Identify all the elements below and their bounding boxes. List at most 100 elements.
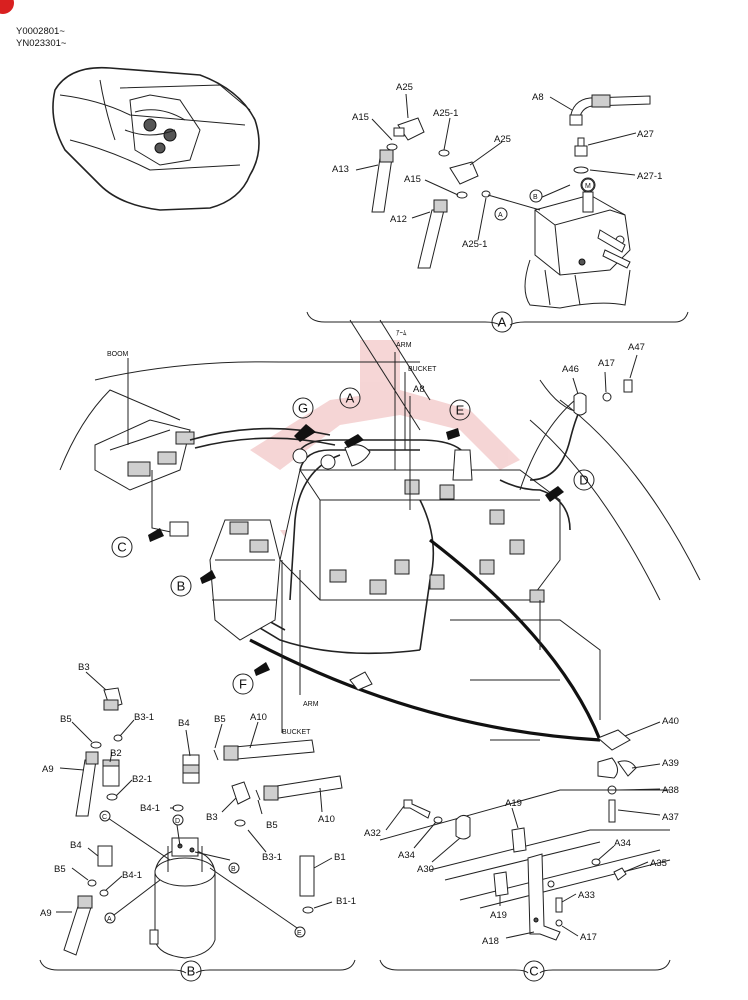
- label-a37: A37: [662, 812, 679, 823]
- label-b1-1: B1-1: [336, 896, 356, 907]
- label-b5-bottom: B5: [54, 864, 66, 875]
- callout-f-circle: [232, 673, 254, 695]
- port-e-letter-b: E: [297, 930, 302, 937]
- callout-c-main-text: C: [117, 540, 126, 555]
- callout-d-circle: [573, 469, 595, 491]
- callout-g-circle: [292, 397, 314, 419]
- port-a-letter-a: A: [498, 212, 503, 219]
- label-a17-c: A17: [580, 932, 597, 943]
- label-a34-right: A34: [614, 838, 631, 849]
- label-a10-bottom: A10: [318, 814, 335, 825]
- label-a35: A35: [650, 858, 667, 869]
- port-b-letter-a: B: [533, 194, 538, 201]
- clamp-assembly-a37-a40: [597, 721, 661, 823]
- callout-c-main-circle: [111, 536, 133, 558]
- label-b4-bottom: B4: [70, 840, 82, 851]
- callout-b-detail-text: B: [187, 964, 196, 979]
- label-a19-bottom: A19: [490, 910, 507, 921]
- port-b-marker-a: [529, 189, 543, 203]
- label-bucket-bottom: BUCKET: [282, 729, 311, 736]
- label-boom: BOOM: [107, 351, 129, 358]
- label-a9-bottom: A9: [40, 908, 52, 919]
- label-a27: A27: [637, 129, 654, 140]
- port-c-marker-b: [99, 810, 111, 822]
- label-a32: A32: [364, 828, 381, 839]
- detail-c-assembly: [379, 789, 671, 974]
- label-a15-top: A15: [352, 112, 369, 123]
- label-arm-bottom: ARM: [303, 701, 319, 708]
- label-a25-mid: A25: [494, 134, 511, 145]
- label-b4-1-mid: B4-1: [140, 803, 160, 814]
- callout-b-detail-circle: [180, 960, 202, 982]
- port-a-marker-a: [494, 207, 508, 221]
- label-b1: B1: [334, 852, 346, 863]
- callout-a-detail-circle: [491, 311, 513, 333]
- label-a39: A39: [662, 758, 679, 769]
- callout-f-text: F: [239, 677, 247, 692]
- label-arm-top: ARM: [396, 342, 412, 349]
- label-b4-top: B4: [178, 718, 190, 729]
- label-a25-top: A25: [396, 82, 413, 93]
- detail-b-assembly: [39, 671, 356, 974]
- label-a25-1-bottom: A25-1: [462, 239, 487, 250]
- label-b5-right: B5: [266, 820, 278, 831]
- main-valve-assembly: [59, 319, 701, 742]
- label-a17-main: A17: [598, 358, 615, 369]
- detail-a-assembly: [306, 93, 689, 326]
- label-a8-top: A8: [532, 92, 544, 103]
- label-arm-japanese: ｱｰﾑ: [396, 329, 407, 337]
- serial-number-1: Y0002801~: [16, 26, 65, 37]
- label-a25-1-top: A25-1: [433, 108, 458, 119]
- label-b3-1-mid: B3-1: [262, 852, 282, 863]
- callout-b-main-text: B: [177, 579, 186, 594]
- label-a15-mid: A15: [404, 174, 421, 185]
- label-a40: A40: [662, 716, 679, 727]
- callout-b-main-circle: [170, 575, 192, 597]
- port-a-marker-b: [104, 912, 116, 924]
- callout-d-text: D: [579, 473, 588, 488]
- label-a10-top: A10: [250, 712, 267, 723]
- label-a12: A12: [390, 214, 407, 225]
- port-d-letter-b: D: [175, 818, 180, 825]
- machine-thumbnail: [52, 66, 260, 211]
- callout-a-main-circle: [339, 387, 361, 409]
- label-a33: A33: [578, 890, 595, 901]
- callout-e-text: E: [456, 403, 465, 418]
- port-d-marker-b: [172, 814, 184, 826]
- label-b4-1-bottom: B4-1: [122, 870, 142, 881]
- label-b2: B2: [110, 748, 122, 759]
- label-b5-mid: B5: [214, 714, 226, 725]
- callout-c-detail-text: C: [529, 964, 538, 979]
- label-b5-top: B5: [60, 714, 72, 725]
- port-a-letter-b: A: [107, 916, 112, 923]
- port-b-marker-b: [228, 862, 240, 874]
- label-b3-1-top: B3-1: [134, 712, 154, 723]
- label-a18: A18: [482, 936, 499, 947]
- label-a30: A30: [417, 864, 434, 875]
- label-a34-left: A34: [398, 850, 415, 861]
- label-a8-main: A8: [413, 384, 425, 395]
- label-a9-top: A9: [42, 764, 54, 775]
- label-a46: A46: [562, 364, 579, 375]
- view-arrows: [148, 424, 564, 676]
- label-b3-top: B3: [78, 662, 90, 673]
- callout-m-circle: [581, 178, 595, 192]
- corner-badge: [0, 0, 14, 14]
- label-a38: A38: [662, 785, 679, 796]
- callout-a-detail-text: A: [498, 315, 507, 330]
- callout-c-detail-circle: [523, 960, 545, 982]
- port-c-letter-b: C: [102, 814, 107, 821]
- label-b2-1: B2-1: [132, 774, 152, 785]
- callout-a-main-text: A: [346, 391, 355, 406]
- callout-e-circle: [449, 399, 471, 421]
- port-b-letter-b: B: [231, 866, 236, 873]
- port-e-marker-b: [294, 926, 306, 938]
- label-b3-mid: B3: [206, 812, 218, 823]
- label-bucket-top: BUCKET: [408, 366, 437, 373]
- label-a47: A47: [628, 342, 645, 353]
- label-a19-top: A19: [505, 798, 522, 809]
- label-a13: A13: [332, 164, 349, 175]
- callout-m-text: M: [585, 183, 591, 190]
- serial-number-2: YN023301~: [16, 38, 67, 49]
